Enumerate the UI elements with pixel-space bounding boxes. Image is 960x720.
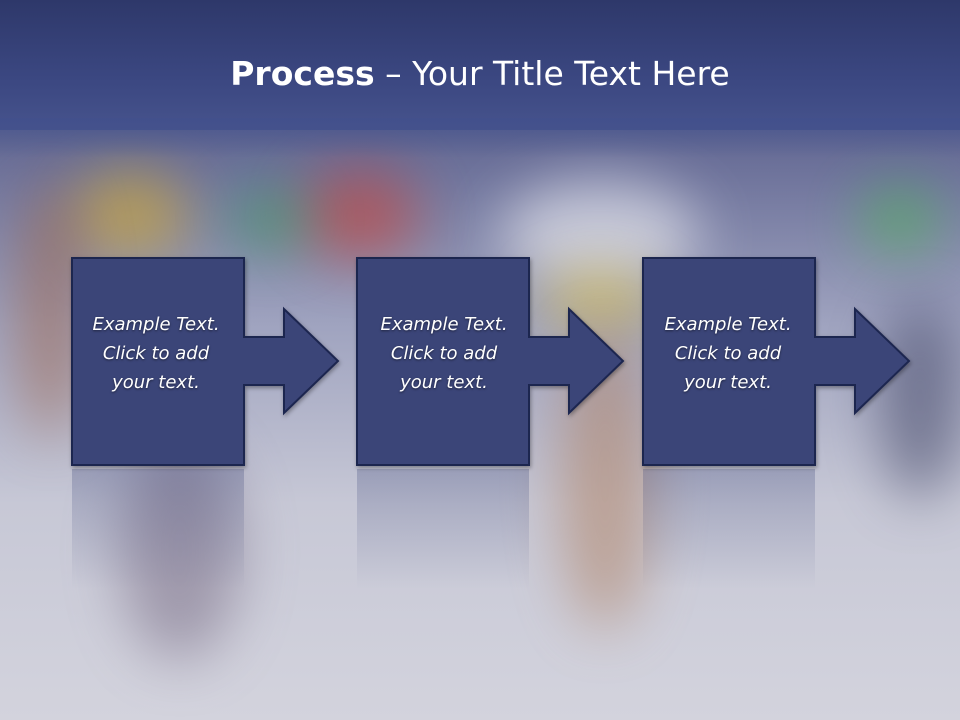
step-3-arrow-box[interactable] <box>642 257 911 466</box>
step-3-line-2: Click to add <box>674 343 782 364</box>
title-bar-fade <box>0 118 960 158</box>
step-2-text[interactable]: Example Text. Click to add your text. <box>358 310 530 397</box>
step-1-text[interactable]: Example Text. Click to add your text. <box>70 310 242 397</box>
step-1-line-3: your text. <box>112 372 200 393</box>
title-bold: Process <box>230 54 375 93</box>
step-2-line-1: Example Text. <box>380 314 508 335</box>
background-blur-blob <box>20 180 80 440</box>
title-rest: – Your Title Text Here <box>374 54 730 93</box>
step-1-line-1: Example Text. <box>92 314 220 335</box>
background-blur-blob <box>860 190 940 250</box>
step-2-line-2: Click to add <box>390 343 498 364</box>
background-blur-blob <box>300 170 420 260</box>
step-3-line-1: Example Text. <box>664 314 792 335</box>
background-blur-blob <box>880 300 960 500</box>
background-blur-blob <box>230 190 310 250</box>
background-blur-blob <box>70 170 190 260</box>
step-1-line-2: Click to add <box>102 343 210 364</box>
background-blur-blob <box>540 270 660 330</box>
step-1-arrow-box[interactable] <box>71 257 340 466</box>
step-2-line-3: your text. <box>400 372 488 393</box>
step-2-reflection <box>357 469 529 589</box>
step-3-reflection <box>643 469 815 589</box>
slide-title[interactable]: Process – Your Title Text Here <box>0 52 960 96</box>
step-3-text[interactable]: Example Text. Click to add your text. <box>642 310 814 397</box>
title-bar <box>0 0 960 130</box>
step-2-arrow-box[interactable] <box>356 257 625 466</box>
step-3-line-3: your text. <box>684 372 772 393</box>
step-1-reflection <box>72 469 244 589</box>
